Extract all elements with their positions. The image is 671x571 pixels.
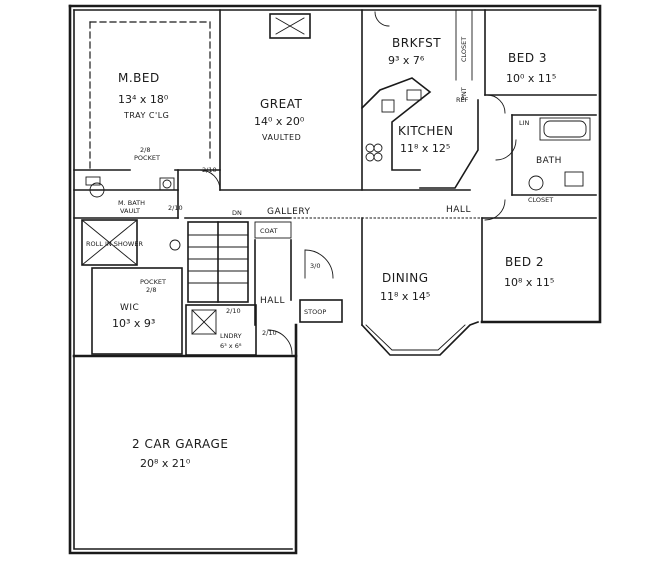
lndry-dim: 6³ x 6⁸ [220, 342, 242, 350]
shower-name: ROLL IN SHOWER [86, 240, 143, 248]
door-label-4: 2/10 [262, 329, 277, 337]
m-bed-name: M.BED [118, 71, 160, 85]
stoop-name: STOOP [304, 308, 326, 316]
brkfst-name: BRKFST [392, 36, 441, 50]
coat-name: COAT [260, 227, 277, 235]
garage-dim: 20⁸ x 21⁰ [140, 457, 191, 470]
m-bed-note: TRAY C'LG [123, 111, 169, 120]
door-label-2: 3/0 [310, 262, 320, 270]
hall-name: HALL [446, 205, 471, 215]
m-bed-dim: 13⁴ x 18⁰ [118, 93, 169, 106]
room-labels: M.BED 13⁴ x 18⁰ TRAY C'LG GREAT 14⁰ x 20… [86, 36, 562, 470]
m-bath-note: VAULT [120, 207, 140, 215]
pocket1-note: POCKET [134, 154, 160, 162]
lin-name: LIN [519, 119, 530, 127]
kitchen-name: KITCHEN [398, 124, 454, 138]
wic-dim: 10³ x 9³ [112, 317, 155, 330]
bed3-name: BED 3 [508, 51, 547, 65]
door-label-5: 2/10 [168, 204, 183, 212]
pantry-name: PNT [460, 87, 468, 100]
doors [199, 11, 517, 355]
garage-name: 2 CAR GARAGE [132, 437, 228, 451]
m-bath-name: M. BATH [118, 199, 145, 207]
closet-name: CLOSET [528, 196, 553, 204]
dining-dim: 11⁸ x 14⁵ [380, 290, 430, 303]
wic-name: WIC [120, 303, 139, 313]
bed2-dim: 10⁸ x 11⁵ [504, 276, 554, 289]
great-dim: 14⁰ x 20⁰ [254, 115, 305, 128]
door-labels: 2/10 3/0 2/10 2/10 2/10 [168, 166, 320, 337]
dn-name: DN [232, 209, 242, 217]
bed3-dim: 10⁰ x 11⁵ [506, 72, 556, 85]
dining-name: DINING [382, 271, 429, 285]
bed2-name: BED 2 [505, 255, 544, 269]
interior-walls [72, 9, 597, 358]
door-label-1: 2/10 [202, 166, 217, 174]
lndry-name: LNDRY [220, 332, 242, 340]
bath-name: BATH [536, 156, 562, 166]
great-name: GREAT [260, 97, 302, 111]
fixtures [85, 13, 591, 251]
hall2-name: HALL [260, 296, 285, 306]
ref-name: REF [456, 96, 469, 104]
pocket2-note: 2/8 [146, 286, 156, 294]
door-label-3: 2/10 [226, 307, 241, 315]
closet-v-name: CLOSET [460, 37, 468, 62]
gallery-name: GALLERY [267, 207, 311, 217]
great-note: VAULTED [262, 133, 301, 142]
kitchen-dim: 11⁸ x 12⁵ [400, 142, 450, 155]
brkfst-dim: 9³ x 7⁶ [388, 54, 425, 67]
pocket2-name: POCKET [140, 278, 166, 286]
pocket1-name: 2/8 [140, 146, 150, 154]
